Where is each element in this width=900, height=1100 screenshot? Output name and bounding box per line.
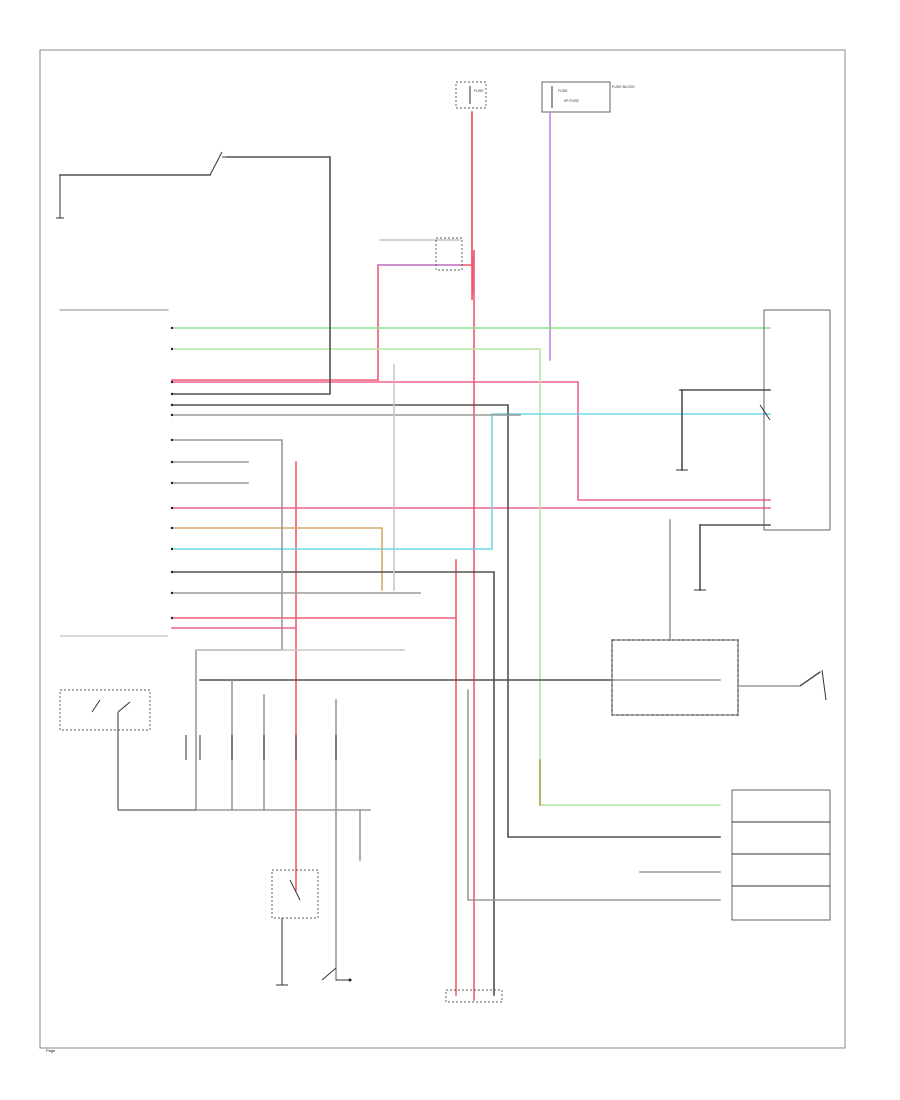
module-center-right <box>611 639 739 716</box>
wire-pink <box>171 381 771 629</box>
connector-row-bottom <box>185 735 337 760</box>
switch-ignition-left <box>59 689 196 811</box>
fuse-box-right: FUSE FUSE BLOCK <box>541 81 635 113</box>
fuse-box-right-label: FUSE <box>558 89 568 93</box>
connector-pin-icon <box>170 481 174 485</box>
switch-bottom-center <box>271 869 319 986</box>
wire-dark <box>59 156 771 996</box>
connector-pin-icon <box>170 438 174 442</box>
wire-light-green <box>171 348 721 806</box>
connector-pin-icon <box>170 526 174 530</box>
wire-tan <box>171 527 383 591</box>
connector-pin-icon <box>170 570 174 574</box>
connector-center-top <box>435 237 463 271</box>
switch-icon <box>91 699 131 713</box>
switch-icon <box>321 967 350 981</box>
connector-pin-icon <box>170 380 174 384</box>
ground-icon <box>348 978 352 982</box>
switch-right-brake <box>799 669 827 701</box>
connector-pin-icon <box>170 326 174 330</box>
switch-icon <box>209 151 228 176</box>
switch-icon <box>799 669 827 701</box>
connector-bottom <box>445 989 503 1003</box>
fuse-box-right-note: FUSE BLOCK <box>612 85 635 89</box>
connector-pin-icon <box>170 413 174 417</box>
switch-icon <box>289 879 301 901</box>
wire-cyan <box>171 413 771 550</box>
connector-pin-icon <box>170 460 174 464</box>
connector-pin-icon <box>170 506 174 510</box>
switch-bottom-right <box>321 967 352 982</box>
connector-pin-icon <box>170 591 174 595</box>
page-number: Page <box>46 1048 56 1053</box>
connector-pin-icon <box>170 403 174 407</box>
connector-pin-icon <box>170 347 174 351</box>
connector-pin-icon <box>170 392 174 396</box>
wire-light-gray <box>59 239 461 651</box>
fuse-box-left: FUSE <box>455 81 487 109</box>
module-right-top <box>676 309 831 531</box>
switch-icon <box>759 404 771 421</box>
instrument-cluster-box <box>731 789 831 921</box>
fuse-box-left-label: FUSE <box>474 89 484 93</box>
top-right-dash: I/P FUSE <box>564 99 580 103</box>
diagram-frame <box>39 49 846 1049</box>
wire-violet-vertical <box>377 111 551 361</box>
connector-pins-left <box>170 326 174 620</box>
switch-top-left <box>56 151 228 219</box>
wire-red-vertical <box>171 111 475 1001</box>
connector-pin-icon <box>170 547 174 551</box>
connector-pin-icon <box>170 616 174 620</box>
